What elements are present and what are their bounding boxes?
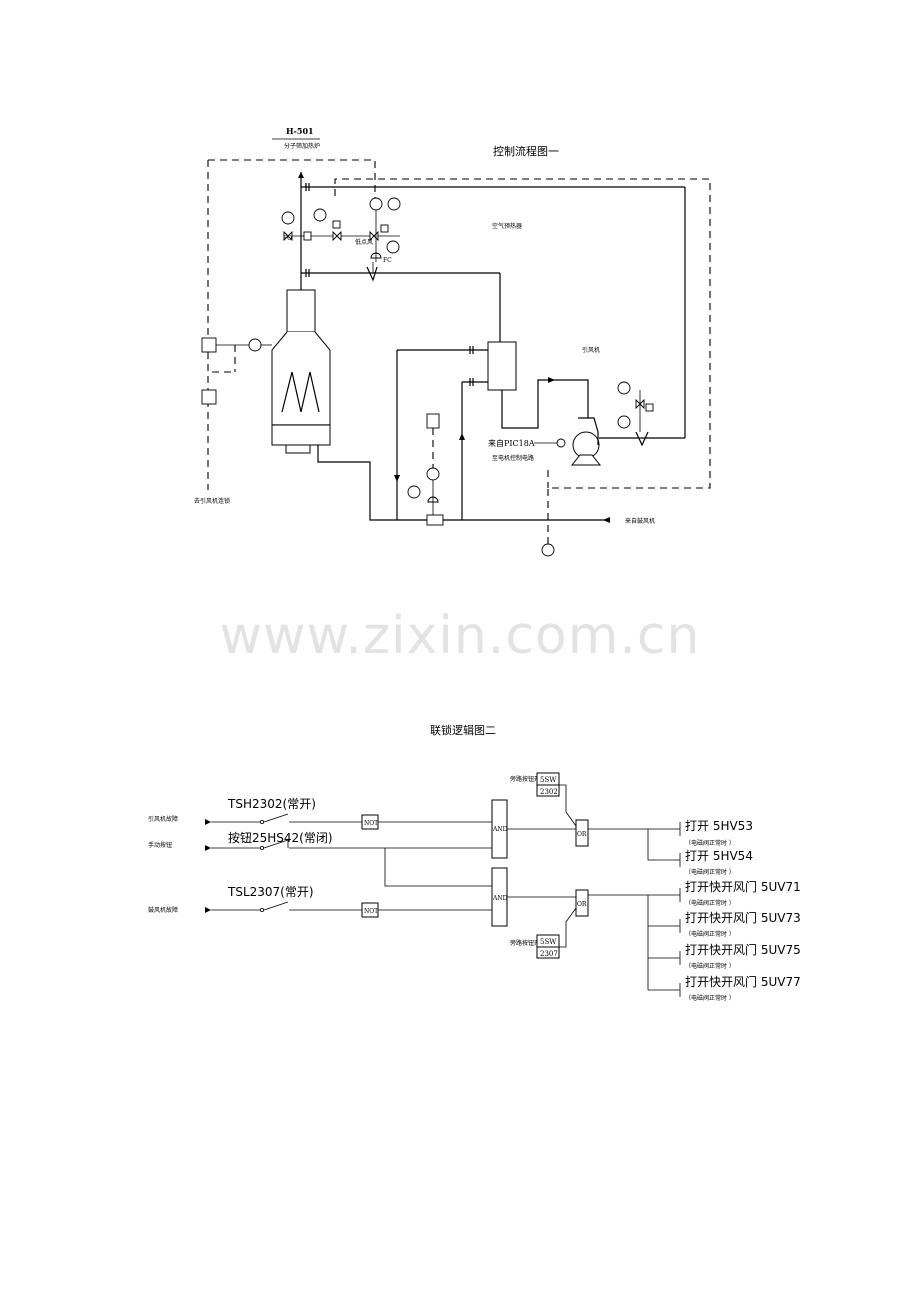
output-note: （电磁阀正常时 ） — [685, 994, 735, 1002]
switch-num-box — [536, 784, 560, 797]
instrument-bubble — [617, 415, 631, 429]
branch-line — [384, 848, 492, 887]
output-action: 打开 5HV53 — [685, 819, 753, 833]
input-tag: TSL2307(常开) — [227, 885, 314, 899]
instrument-bubble — [281, 211, 295, 225]
signal-line-top — [208, 159, 376, 200]
heating-furnace — [271, 289, 331, 454]
damper-symbol — [635, 431, 649, 447]
to-fan-interlock-label: 去引风机连锁 — [194, 497, 230, 505]
output-action: 打开快开风门 5UV71 — [685, 879, 801, 894]
switch-line — [559, 784, 577, 827]
diagram1-title: 控制流程图一 — [493, 144, 559, 158]
furnace-tag: H-501 — [286, 126, 314, 136]
instrument-bubble — [541, 543, 555, 557]
air-preheater — [487, 341, 517, 391]
flue-to-fan — [501, 379, 589, 429]
output-note: （电磁阀正常时 ） — [685, 930, 735, 938]
bottom-air-line — [317, 445, 610, 521]
damper-symbol — [366, 266, 378, 282]
diagram2-title: 联锁逻辑图二 — [430, 723, 496, 737]
output-note: （电磁阀正常时 ） — [685, 868, 735, 876]
output-note: （电磁阀正常时 ） — [685, 839, 735, 847]
valve-actuator — [332, 220, 341, 229]
gate-label: OR — [577, 901, 587, 908]
control-flow-diagram: 控制流程图一 H-501 分子筛加热炉 — [194, 126, 711, 557]
switch-num: 2307 — [540, 950, 558, 958]
switch-caption: 旁路按钮开关 — [510, 939, 546, 947]
interlock-logic-diagram: 联锁逻辑图二 引风机故障 TSH2302(常开) 手动按钮 按钮25HS42(常… — [148, 723, 801, 1002]
watermark: www.zixin.com.cn — [220, 606, 701, 666]
stack-arrow — [298, 172, 304, 178]
switch-caption: 旁路按钮开关 — [510, 775, 546, 783]
instrument-bubble — [386, 240, 400, 254]
input-row-3: 鼓风机故障 TSL2307(常开) — [148, 885, 362, 914]
output-note: （电磁阀正常时 ） — [685, 962, 735, 970]
gate-label: AND — [492, 895, 508, 902]
valve-actuator — [645, 403, 654, 412]
signal-line-right — [334, 178, 711, 545]
instrument-bubble — [407, 485, 421, 499]
flow-arrow — [548, 377, 555, 383]
induced-fan-label: 引风机 — [582, 346, 600, 354]
switch-code: 5SW — [540, 938, 557, 946]
input-tag: 按钮25HS42(常闭) — [228, 830, 333, 845]
instrument-bubble — [369, 197, 383, 211]
input-arrow — [205, 819, 211, 825]
input-label: 手动按钮 — [148, 841, 172, 849]
output-branch — [647, 829, 680, 861]
furnace-name: 分子筛加热炉 — [284, 142, 320, 150]
gate-label: NOT — [364, 820, 378, 827]
output-action: 打开快开风门 5UV77 — [685, 974, 801, 989]
input-tag: TSH2302(常开) — [227, 797, 316, 811]
instrument-bubble — [426, 467, 440, 481]
motor-note-label: 至电机控制电路 — [492, 454, 534, 462]
output-action: 打开快开风门 5UV75 — [685, 942, 801, 957]
air-preheater-label: 空气预热器 — [492, 222, 522, 230]
interlock-block — [201, 389, 217, 405]
gate-label: OR — [577, 831, 587, 838]
switch-num: 2302 — [540, 788, 558, 796]
fo-label: FO — [283, 235, 292, 242]
valve-symbol — [283, 230, 293, 242]
instrument-bubble — [387, 197, 401, 211]
switch-line — [559, 907, 577, 948]
motor-symbol — [556, 438, 566, 448]
fc-label: FC — [383, 257, 392, 264]
flow-element — [426, 514, 444, 526]
input-arrow — [205, 907, 211, 913]
or-gate-1 — [575, 819, 589, 847]
instrument-bubble — [313, 208, 327, 222]
vent-label: 低点风 — [355, 238, 373, 246]
input-arrow — [205, 845, 211, 851]
input-row-2: 手动按钮 按钮25HS42(常闭) — [148, 830, 492, 851]
temperature-bubble — [248, 338, 262, 352]
flow-arrow — [459, 433, 465, 440]
valve-actuator — [380, 224, 389, 233]
pic-label: 来自PIC18A — [488, 438, 535, 448]
gate-label: AND — [492, 826, 508, 833]
output-note: （电磁阀正常时 ） — [685, 899, 735, 907]
flow-arrow — [603, 517, 610, 523]
gate-label: NOT — [364, 908, 378, 915]
interlock-block — [426, 413, 440, 429]
interlock-block — [201, 337, 217, 353]
input-row-1: 引风机故障 TSH2302(常开) — [148, 797, 362, 825]
valve-symbol — [332, 230, 342, 242]
switch-code: 5SW — [540, 776, 557, 784]
flow-arrow — [394, 475, 400, 482]
output-action: 打开 5HV54 — [685, 849, 753, 863]
switch-num-box — [536, 946, 560, 959]
input-label: 鼓风机故障 — [148, 906, 178, 914]
valve-actuator — [303, 231, 312, 241]
input-label: 引风机故障 — [148, 815, 178, 823]
induced-fan — [570, 417, 652, 466]
output-action: 打开快开风门 5UV73 — [685, 910, 801, 925]
instrument-bubble — [617, 381, 631, 395]
or-gate-2 — [575, 889, 589, 917]
from-blower-label: 来自鼓风机 — [625, 517, 655, 525]
